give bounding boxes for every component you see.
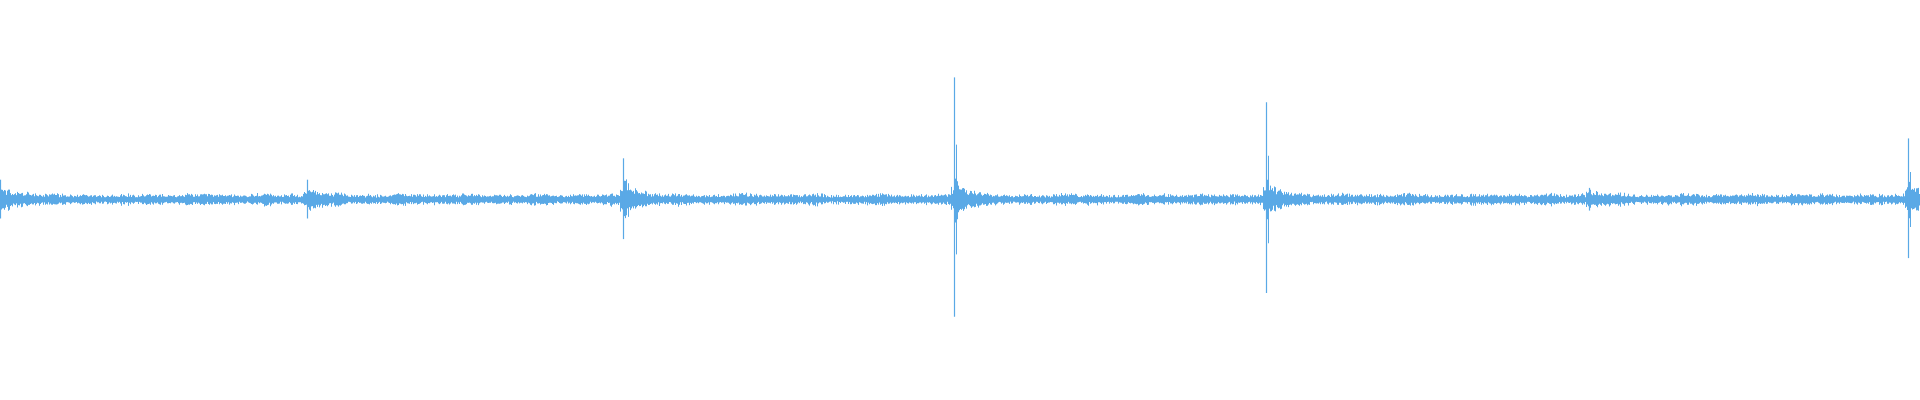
waveform-samples — [0, 178, 1920, 223]
waveform-body — [0, 178, 1920, 223]
waveform-transients — [0, 77, 1911, 317]
